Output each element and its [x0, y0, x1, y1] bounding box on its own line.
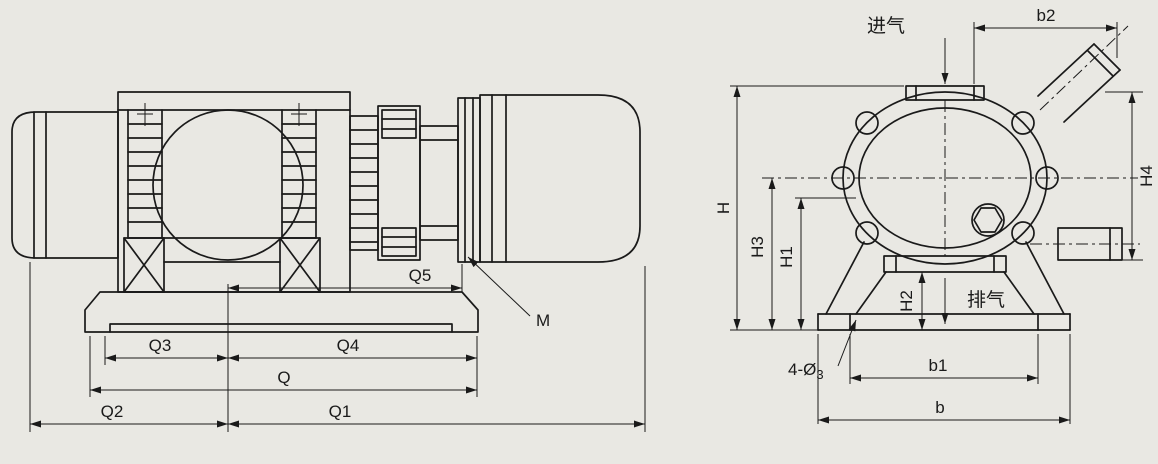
base-frame-outline [84, 291, 479, 333]
end-view: 进气 排气 b2 H H3 H1 H2 H4 4-Ø3 b1 b [714, 6, 1156, 424]
dim-label-q: Q [277, 368, 290, 387]
dim-label-h: H [714, 202, 733, 214]
dim-label-q3: Q3 [149, 336, 172, 355]
dim-label-q5: Q5 [409, 266, 432, 285]
dim-label-b1: b1 [929, 356, 948, 375]
side-port-brackets-outline [1037, 43, 1123, 261]
blower-housing-outline [117, 91, 351, 293]
dim-label-q4: Q4 [337, 336, 360, 355]
outlet-label: 排气 [967, 289, 1005, 311]
dim-label-q1: Q1 [329, 402, 352, 421]
dim-label-q2: Q2 [101, 402, 124, 421]
dim-label-h3: H3 [748, 236, 767, 258]
bolt-center-mark-left [137, 103, 153, 126]
dim-label-h4: H4 [1137, 165, 1156, 187]
drive-motor-outline [11, 111, 119, 259]
dim-label-b2: b2 [1037, 6, 1056, 25]
hex-plug [971, 203, 1005, 237]
bolt-center-mark-right [291, 103, 307, 126]
centerlines [762, 25, 1140, 256]
side-view: Q5 M Q3 Q4 Q Q2 Q1 [11, 91, 646, 432]
inlet-label: 进气 [867, 15, 905, 37]
inlet-flange [905, 85, 985, 101]
dim-label-b: b [935, 398, 944, 417]
gearbox-coupling-outline [349, 97, 481, 263]
dim-label-h2: H2 [897, 290, 916, 312]
outlet-silencer-outline [479, 94, 641, 263]
leader-line-holes [837, 319, 857, 367]
dim-label-h1: H1 [777, 246, 796, 268]
dim-label-m: M [536, 311, 550, 330]
hole-callout: 4-Ø3 [788, 360, 824, 382]
leader-line-m [467, 256, 531, 317]
end-view-dimensions: 进气 排气 b2 H H3 H1 H2 H4 4-Ø3 b1 b [714, 6, 1156, 424]
side-view-dimensions: Q5 M Q3 Q4 Q Q2 Q1 [29, 256, 646, 432]
